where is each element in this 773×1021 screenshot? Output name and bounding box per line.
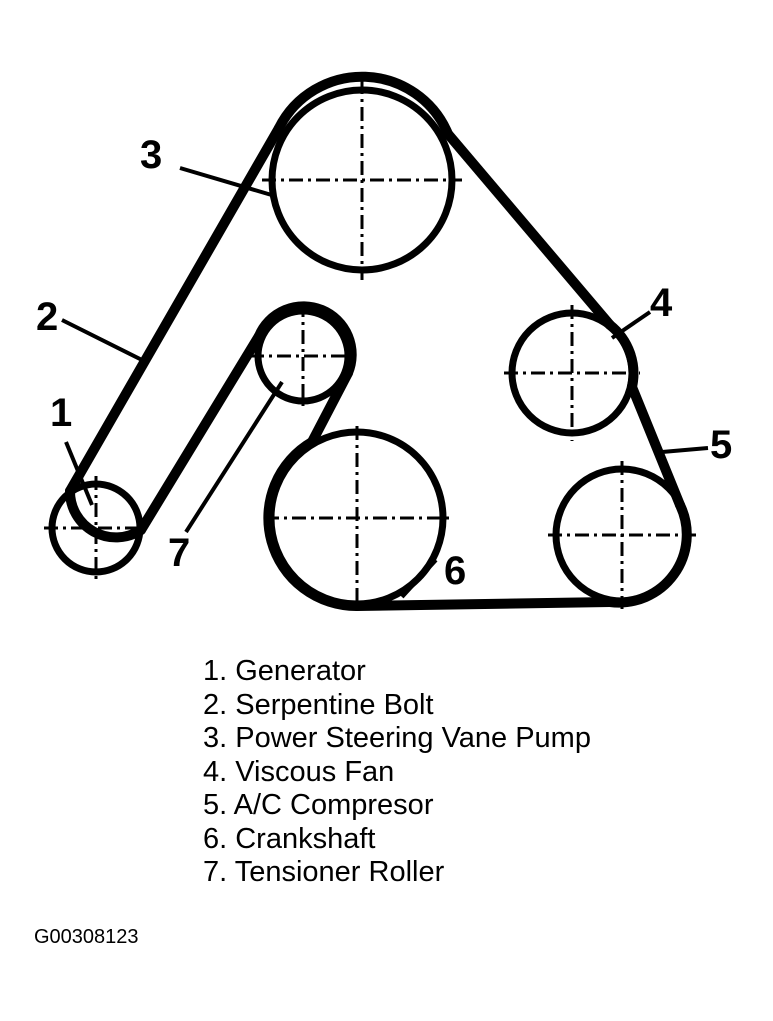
legend-item-serpentine-bolt: 2. Serpentine Bolt (203, 688, 434, 721)
callout-6: 6 (444, 549, 466, 593)
leader-lines (61, 166, 709, 599)
belt-routing-diagram: 1 2 3 4 5 6 7 (36, 71, 732, 612)
figure-code: G00308123 (34, 926, 139, 948)
pulley-centerlines (44, 80, 696, 610)
legend-item-ac-compressor: 5. A/C Compresor (203, 789, 434, 821)
legend-item-crankshaft: 6. Crankshaft (203, 822, 376, 855)
callout-4: 4 (650, 281, 673, 325)
legend-item-tensioner-roller: 7. Tensioner Roller (203, 856, 445, 888)
callout-3: 3 (140, 133, 162, 177)
callout-1: 1 (50, 391, 72, 435)
callout-2: 2 (36, 295, 58, 339)
legend-item-viscous-fan: 4. Viscous Fan (203, 755, 395, 788)
legend-item-power-steering-vane-pump: 3. Power Steering Vane Pump (203, 722, 591, 754)
legend: 1. Generator 2. Serpentine Bolt 3. Power… (203, 655, 591, 890)
serpentine-belt (64, 71, 692, 612)
legend-item-generator: 1. Generator (203, 655, 366, 687)
callout-7: 7 (168, 531, 190, 575)
callout-5: 5 (710, 423, 732, 467)
